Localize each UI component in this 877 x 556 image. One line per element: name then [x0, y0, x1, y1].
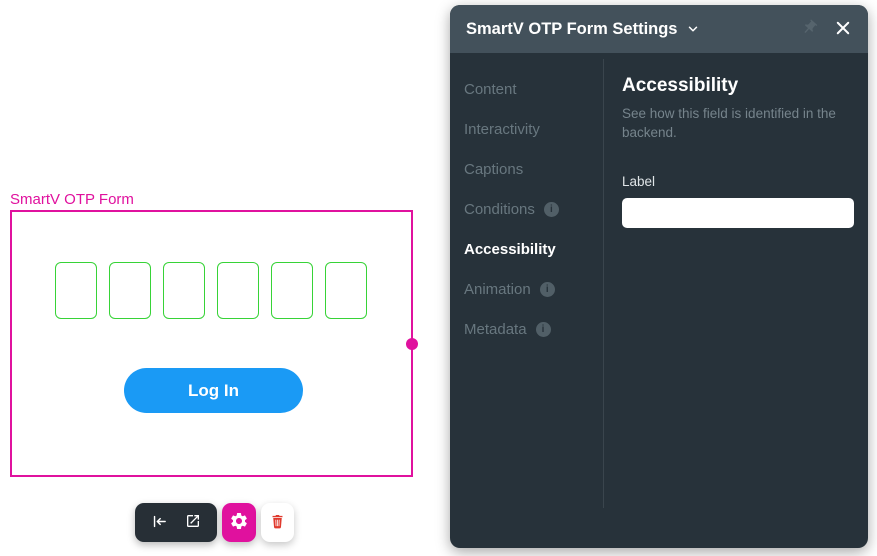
- open-in-new-icon: [185, 513, 201, 532]
- tab-interactivity[interactable]: Interactivity: [464, 121, 540, 138]
- info-icon: i: [543, 202, 559, 217]
- otp-input-box[interactable]: [271, 262, 313, 319]
- tab-captions[interactable]: Captions: [464, 161, 524, 178]
- accessibility-section: Accessibility See how this field is iden…: [604, 53, 868, 548]
- tab-metadata[interactable]: Metadata i: [464, 321, 603, 338]
- settings-tabs: Content Interactivity Captions Condition…: [450, 53, 603, 548]
- resize-handle[interactable]: [406, 337, 418, 350]
- settings-panel-header: SmartV OTP Form Settings: [450, 5, 868, 53]
- section-heading: Accessibility: [622, 75, 739, 96]
- element-toolbar: [135, 503, 294, 542]
- label-field-label: Label: [622, 174, 656, 190]
- gear-icon: [229, 511, 249, 534]
- pin-icon: [801, 19, 818, 39]
- collapse-left-icon: [151, 513, 168, 533]
- otp-input-box[interactable]: [163, 262, 205, 319]
- otp-input-box[interactable]: [325, 262, 367, 319]
- close-panel-button[interactable]: [834, 19, 852, 40]
- section-description: See how this field is identified in the …: [622, 106, 836, 141]
- selected-element-outline[interactable]: Log In: [10, 210, 418, 477]
- panel-divider: [603, 59, 604, 508]
- label-field-input[interactable]: [622, 198, 854, 229]
- otp-input-box[interactable]: [55, 262, 97, 319]
- otp-input-box[interactable]: [109, 262, 151, 319]
- toolbar-dark-group: [135, 503, 217, 542]
- settings-gear-button[interactable]: [222, 503, 256, 542]
- tab-animation[interactable]: Animation i: [464, 281, 603, 298]
- info-icon: i: [535, 322, 551, 337]
- tab-conditions[interactable]: Conditions i: [464, 201, 603, 218]
- trash-icon: [269, 513, 286, 533]
- delete-button[interactable]: [261, 503, 294, 542]
- pin-panel-button[interactable]: [801, 19, 818, 39]
- panel-title[interactable]: SmartV OTP Form Settings: [466, 19, 678, 38]
- close-icon: [834, 19, 852, 40]
- tab-accessibility[interactable]: Accessibility: [464, 241, 556, 258]
- info-icon: i: [539, 282, 555, 297]
- otp-input-group: [55, 262, 367, 319]
- chevron-down-icon[interactable]: [686, 22, 700, 36]
- settings-panel: SmartV OTP Form Settings: [450, 5, 868, 548]
- otp-input-box[interactable]: [217, 262, 259, 319]
- tab-content[interactable]: Content: [464, 81, 517, 98]
- element-label: SmartV OTP Form: [10, 191, 134, 208]
- open-in-new-button[interactable]: [179, 503, 207, 542]
- collapse-left-button[interactable]: [145, 503, 173, 542]
- login-button[interactable]: Log In: [124, 368, 303, 413]
